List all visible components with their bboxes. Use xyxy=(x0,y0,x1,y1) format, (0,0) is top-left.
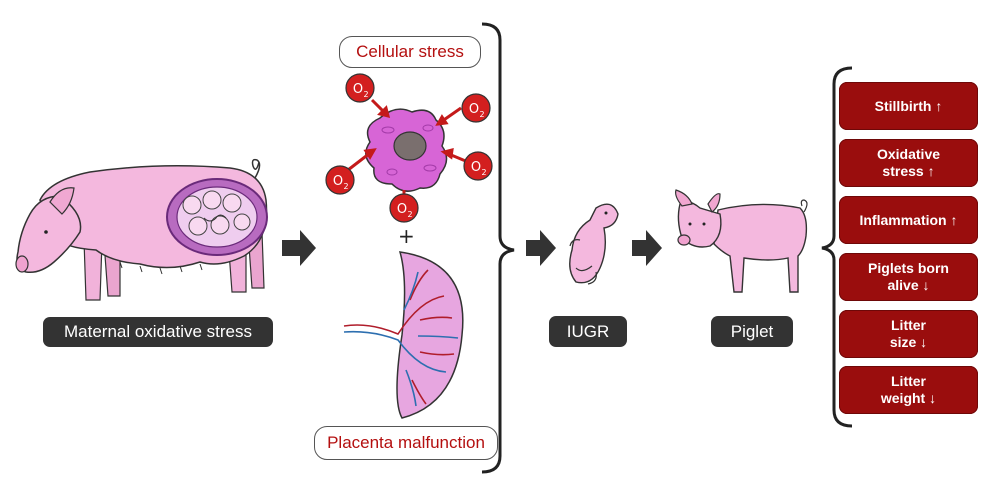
group-bracket-right xyxy=(481,22,515,474)
piglet-label: Piglet xyxy=(711,316,793,347)
flow-arrows xyxy=(282,230,662,266)
piglet-illustration xyxy=(675,189,808,293)
o2-subscript: 2 xyxy=(363,90,368,99)
o2-label: O xyxy=(471,160,481,175)
outcome-text: Piglets born alive xyxy=(868,260,949,293)
piglet-text: Piglet xyxy=(730,321,774,341)
iugr-fetus-illustration xyxy=(569,203,619,285)
outcome-oxidative-stress: Oxidative stress ↑ xyxy=(839,139,978,187)
arrow-2 xyxy=(526,230,556,266)
iugr-label: IUGR xyxy=(549,316,627,347)
outcome-stillbirth: Stillbirth ↑ xyxy=(839,82,978,130)
arrow-down-icon: ↓ xyxy=(922,277,930,293)
o2-label: O xyxy=(397,202,407,217)
arrow-up-icon: ↑ xyxy=(935,97,943,114)
arrow-down-icon: ↓ xyxy=(929,390,937,406)
arrow-up-icon: ↑ xyxy=(927,163,935,179)
o2-label: O xyxy=(353,82,363,97)
o2-label: O xyxy=(469,102,479,117)
o2-subscript: 2 xyxy=(479,110,484,119)
outcome-litter-weight: Litter weight ↓ xyxy=(839,366,978,414)
outcome-text: Litter weight xyxy=(880,373,926,406)
outcome-bracket xyxy=(821,66,853,428)
cellular-stress-text: Cellular stress xyxy=(356,42,464,61)
outcome-piglets-born-alive: Piglets born alive ↓ xyxy=(839,253,978,301)
outcome-inflammation: Inflammation ↑ xyxy=(839,196,978,244)
cellular-stress-label: Cellular stress xyxy=(339,36,481,68)
maternal-oxidative-stress-label: Maternal oxidative stress xyxy=(43,317,273,347)
stressed-cell-illustration xyxy=(365,108,448,192)
o2-subscript: 2 xyxy=(481,168,486,177)
o2-label: O xyxy=(333,174,343,189)
outcome-text: Oxidative stress xyxy=(876,146,941,179)
maternal-oxidative-stress-text: Maternal oxidative stress xyxy=(63,322,253,341)
o2-subscript: 2 xyxy=(407,210,412,219)
placenta-illustration xyxy=(343,251,464,419)
placenta-malfunction-label: Placenta malfunction xyxy=(314,426,498,460)
outcome-text: Inflammation xyxy=(859,211,947,228)
placenta-malfunction-text: Placenta malfunction xyxy=(327,433,485,452)
arrow-1 xyxy=(282,230,316,266)
arrow-3 xyxy=(632,230,662,266)
arrow-down-icon: ↓ xyxy=(920,334,928,350)
outcome-text: Litter size xyxy=(889,317,926,350)
outcome-litter-size: Litter size ↓ xyxy=(839,310,978,358)
arrow-up-icon: ↑ xyxy=(950,211,958,228)
plus-sign: + xyxy=(398,224,415,248)
superoxide-radicals: O O O O O 2 2 2 2 2 xyxy=(325,73,493,223)
sow-illustration xyxy=(15,158,268,301)
o2-subscript: 2 xyxy=(343,182,348,191)
iugr-text: IUGR xyxy=(566,321,610,341)
outcome-text: Stillbirth xyxy=(874,97,932,114)
